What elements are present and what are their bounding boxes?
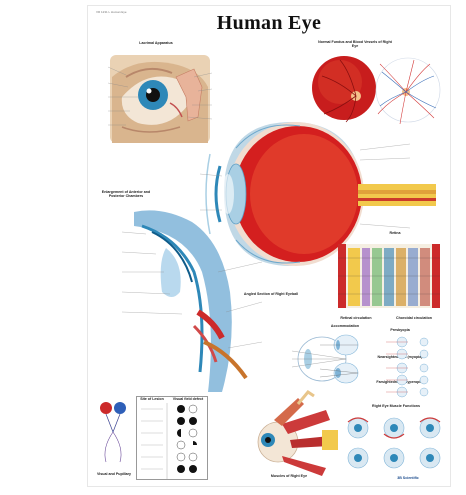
refraction-diagrams	[386, 336, 429, 398]
enlargement-heading: Enlargement of Anterior and Posterior Ch…	[101, 190, 151, 198]
field-col1: Site of Lesion	[140, 397, 164, 401]
retina-illustration	[338, 244, 440, 308]
poster-title: Human Eye	[216, 12, 322, 34]
muscles-illustration	[257, 390, 338, 476]
eyeball-section	[199, 121, 436, 266]
poster-code: VR 1231 L Human Eye	[96, 10, 127, 14]
lacrimal-illustration	[107, 55, 213, 143]
muscles-heading: Muscles of Right Eye	[270, 474, 308, 478]
retina-heading: Retina	[389, 231, 401, 235]
field-defect-icons	[141, 403, 198, 479]
field-col2: Visual field defect	[172, 397, 204, 401]
retina-circ-left: Retinal circulation	[340, 316, 372, 320]
field-table: Site of Lesion Visual field defect	[136, 396, 208, 480]
lacrimal-heading: Lacrimal Apparatus	[139, 41, 173, 45]
accommodation-diagrams	[319, 334, 359, 384]
eye-poster: VR 1231 L Human Eye Human Eye Lacrimal A…	[88, 6, 450, 486]
accommodation-heading: Accommodation	[330, 324, 360, 328]
fundus-heading: Normal Fundus and Blood Vessels of Right…	[318, 40, 392, 48]
chambers-illustration	[121, 210, 263, 392]
visual-heading: Visual and Pupillary	[96, 472, 132, 476]
publisher-logo: 3B Scientific	[397, 476, 419, 480]
accommodation-illustration	[291, 336, 347, 382]
muscle-functions-illustration	[347, 417, 441, 469]
fundus-illustration	[312, 56, 441, 125]
presbyopia-heading: Presbyopia	[390, 328, 410, 332]
angled-heading: Angled Section of Right Eyeball	[243, 292, 299, 296]
visual-pathway-illustration	[100, 402, 126, 463]
retina-circ-right: Choroidal circulation	[396, 316, 432, 320]
muscle-functions-heading: Right Eye Muscle Functions	[372, 404, 420, 408]
